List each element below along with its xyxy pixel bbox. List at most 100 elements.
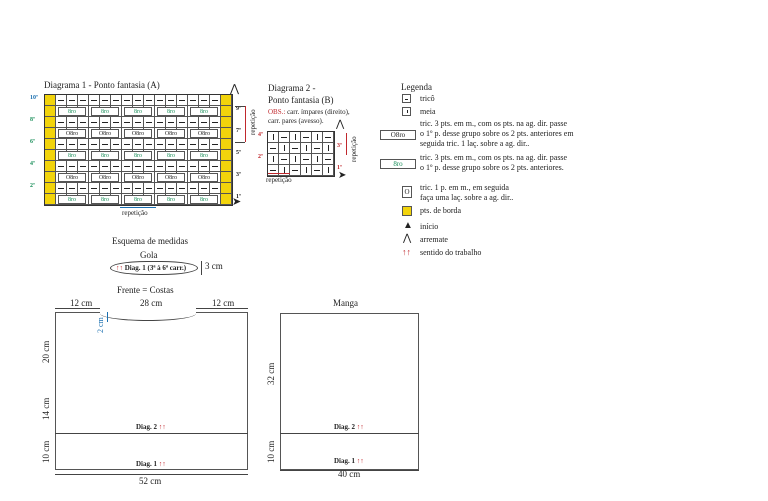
d1-row-number: 2ª (30, 183, 35, 189)
chart-cell (67, 161, 78, 172)
yarn-over-symbol-icon: O (402, 186, 412, 198)
chart-cell (78, 183, 89, 194)
chart-cell (155, 183, 166, 194)
d1-bottom-bracket (120, 207, 156, 208)
chart-cell (301, 154, 312, 165)
d2-row-number-right: 1ª (337, 165, 342, 171)
chart-cell (111, 161, 122, 172)
d2-row-number-right: 3ª (337, 143, 342, 149)
d2-finish-arrow-icon: ⋀ (336, 119, 345, 130)
chart-cell (188, 161, 199, 172)
chart-cell (268, 154, 279, 165)
chart-cell (100, 183, 111, 194)
d1-row-number: 10ª (30, 95, 38, 101)
chart-cell (177, 117, 188, 128)
chart-cell (100, 161, 111, 172)
start-arrow-icon: ▲ (403, 220, 413, 231)
d2-bottom-bracket (268, 173, 290, 174)
chart-cell (78, 139, 89, 150)
chart-stitch-symbol: O8ro (190, 129, 218, 138)
chart-cell (221, 106, 232, 117)
chart-cell (111, 95, 122, 106)
chart-cell (301, 165, 312, 176)
d1-row-number: 6ª (30, 139, 35, 145)
frente-label: Frente = Costas (117, 285, 174, 295)
chart-cell (323, 143, 334, 154)
legend-item-sentido: ↑↑ sentido do trabalho (402, 247, 482, 257)
chart-cell (133, 117, 144, 128)
chart-cell (210, 117, 221, 128)
chart-stitch-symbol: O8ro (157, 173, 185, 182)
d2-start-arrow-icon: ➤ (338, 170, 347, 181)
chart-cell (166, 139, 177, 150)
chart-cell (290, 132, 301, 143)
chart-stitch-symbol: 8ro (124, 195, 152, 204)
chart-cell (155, 117, 166, 128)
chart-cell (290, 143, 301, 154)
manga-side-10: 10 cm (266, 440, 276, 463)
chart-cell (279, 154, 290, 165)
chart-cell (166, 117, 177, 128)
chart-cell (188, 117, 199, 128)
legend-item-sro: 8ro tric. 3 pts. em m., com os pts. na a… (380, 153, 630, 183)
legend-item-trico: tricô (380, 93, 630, 106)
chart-cell (144, 139, 155, 150)
diagram2-grid (267, 131, 335, 177)
chart-stitch-symbol: O8ro (91, 173, 119, 182)
chart-cell (210, 183, 221, 194)
d1-rep-bracket-top (235, 106, 245, 107)
d1-row-number: 8ª (30, 117, 35, 123)
chart-cell (323, 165, 334, 176)
frente-top-mid: 28 cm (140, 298, 163, 308)
d1-row-number-right: 1ª (236, 194, 241, 200)
chart-cell (210, 95, 221, 106)
obs-text2: carr. pares (avesso). (268, 117, 324, 125)
chart-cell (188, 95, 199, 106)
d2-side-repeat-label: repetição (350, 136, 358, 162)
start-arrow-icon: ➤ (232, 196, 242, 208)
chart-cell (155, 95, 166, 106)
legend-title: Legenda (401, 82, 432, 92)
manga-side-32: 32 cm (266, 362, 276, 385)
neck-depth-line (107, 312, 108, 322)
chart-cell (133, 139, 144, 150)
frente-top-left: 12 cm (70, 298, 93, 308)
chart-stitch-symbol: 8ro (58, 107, 86, 116)
chart-cell (45, 172, 56, 183)
slip-yo-symbol-icon: O8ro (380, 130, 416, 140)
frente-bottom: 52 cm (139, 476, 162, 486)
chart-stitch-symbol: O8ro (124, 173, 152, 182)
chart-cell (67, 183, 78, 194)
chart-cell (268, 143, 279, 154)
chart-cell (155, 139, 166, 150)
chart-cell (45, 183, 56, 194)
chart-cell (89, 95, 100, 106)
chart-cell (56, 139, 67, 150)
chart-stitch-symbol: O8ro (190, 173, 218, 182)
direction-arrows-icon: ↑↑ (158, 423, 166, 431)
diagram2-obs: OBS.: carr. ímpares (direito), carr. par… (268, 108, 350, 126)
chart-cell (111, 183, 122, 194)
chart-cell (290, 165, 301, 176)
d2-bottom-repeat-label: repetição (266, 176, 292, 184)
chart-cell (166, 161, 177, 172)
chart-cell (323, 154, 334, 165)
diagram2-title-line1: Diagrama 2 - (268, 83, 316, 93)
frente-neckline (100, 306, 196, 321)
chart-cell (45, 117, 56, 128)
frente-divider (55, 433, 248, 434)
obs-text1: carr. ímpares (direito), (285, 108, 350, 116)
gola-height-line (201, 261, 202, 275)
frente-diag2: Diag. 2 ↑↑ (136, 423, 166, 431)
chart-stitch-symbol: 8ro (58, 195, 86, 204)
chart-stitch-symbol: 8ro (91, 107, 119, 116)
chart-cell (221, 95, 232, 106)
chart-cell (199, 117, 210, 128)
chart-stitch-symbol: 8ro (91, 195, 119, 204)
chart-cell (221, 161, 232, 172)
chart-cell (210, 161, 221, 172)
chart-cell (78, 161, 89, 172)
legend-item-inicio: ▲ início (403, 220, 439, 232)
gola-label: Gola (140, 250, 158, 260)
